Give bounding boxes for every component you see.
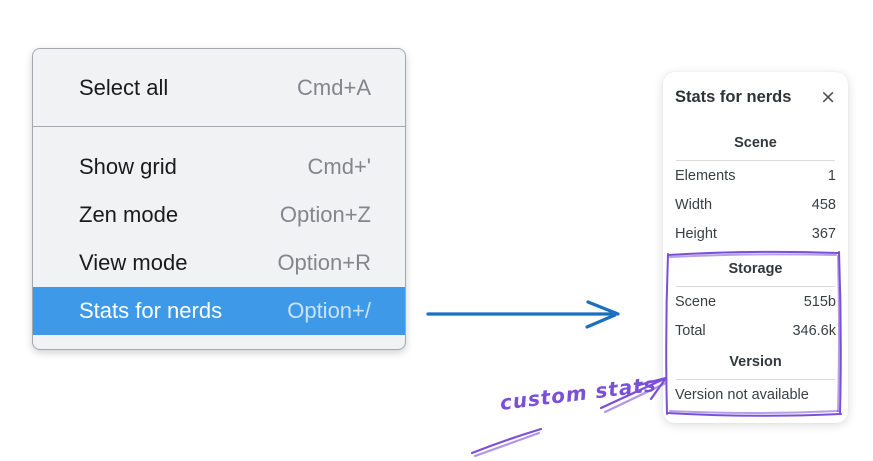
menu-item-label: Zen mode: [79, 202, 179, 227]
section-header-version: Version: [729, 354, 782, 370]
menu-item-label: Select all: [79, 75, 169, 100]
menu-item-label: Stats for nerds: [79, 298, 223, 323]
stat-label: Height: [675, 225, 717, 242]
menu-item-shortcut: Cmd+A: [297, 75, 371, 100]
menu-item-view-mode[interactable]: View mode Option+R: [33, 239, 405, 287]
menu-item-label: Show grid: [79, 154, 177, 179]
stat-value: 1: [827, 167, 836, 184]
stat-label: Total: [675, 322, 706, 339]
section-divider: [676, 379, 835, 380]
version-note: Version not available: [675, 386, 809, 403]
stat-row-scene-storage: Scene 515b: [675, 287, 836, 316]
annotation-label: custom stats: [498, 371, 658, 415]
section-divider: [676, 286, 835, 287]
stat-row-total-storage: Total 346.6k: [675, 316, 836, 345]
section-header-storage: Storage: [728, 261, 783, 277]
stat-value: 458: [811, 196, 836, 213]
menu-item-shortcut: Option+Z: [279, 202, 371, 227]
menu-item-stats-for-nerds[interactable]: Stats for nerds Option+/: [33, 287, 405, 335]
menu-item-shortcut: Option+/: [287, 298, 371, 323]
stats-for-nerds-panel: Stats for nerds × Scene Elements 1 Width…: [663, 72, 848, 423]
menu-item-zen-mode[interactable]: Zen mode Option+Z: [33, 191, 405, 239]
stat-row-height: Height 367: [675, 219, 836, 248]
panel-title: Stats for nerds: [675, 87, 792, 106]
blue-arrow: [426, 300, 620, 329]
menu-group: Show grid Cmd+' Zen mode Option+Z View m…: [33, 127, 405, 335]
stat-value: 346.6k: [792, 322, 836, 339]
context-menu: Select all Cmd+A Show grid Cmd+' Zen mod…: [32, 48, 406, 350]
menu-separator: [33, 126, 405, 127]
panel-header: Stats for nerds ×: [675, 86, 836, 108]
stat-label: Scene: [675, 293, 717, 310]
menu-item-shortcut: Option+R: [277, 250, 371, 275]
menu-item-select-all[interactable]: Select all Cmd+A: [33, 60, 405, 116]
section-divider: [676, 160, 835, 161]
stat-value: 515b: [803, 293, 836, 310]
stat-label: Elements: [675, 167, 736, 184]
close-icon[interactable]: ×: [820, 86, 836, 108]
stat-row-width: Width 458: [675, 190, 836, 219]
menu-item-shortcut: Cmd+': [307, 154, 372, 179]
stat-label: Width: [675, 196, 713, 213]
stat-value: 367: [811, 225, 836, 242]
menu-item-show-grid[interactable]: Show grid Cmd+': [33, 143, 405, 191]
menu-item-label: View mode: [79, 250, 188, 275]
stat-row-elements: Elements 1: [675, 161, 836, 190]
section-header-scene: Scene: [734, 135, 777, 151]
